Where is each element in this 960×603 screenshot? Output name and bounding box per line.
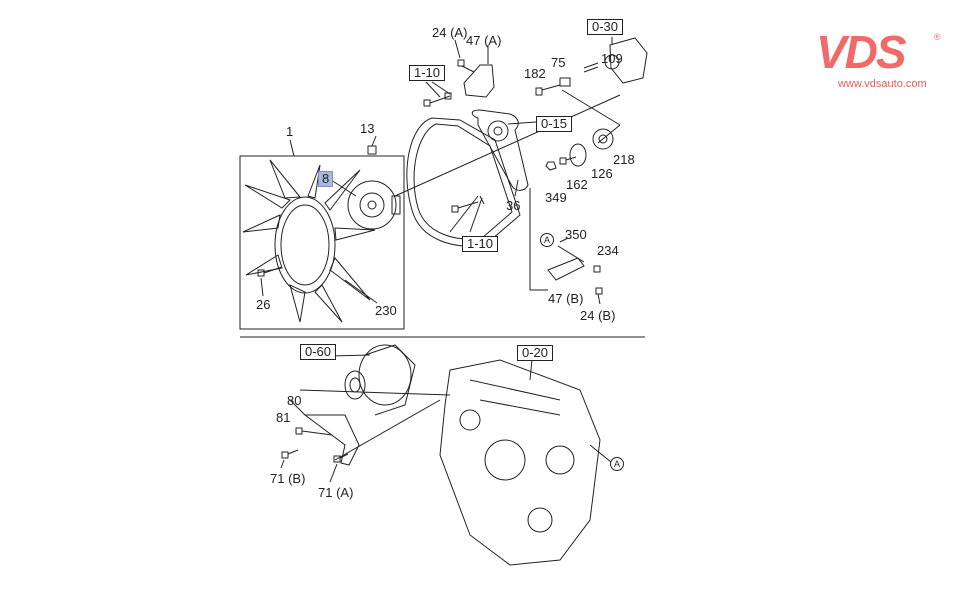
part-label-26[interactable]: 26	[256, 297, 271, 312]
water-pump-pulley-icon	[487, 120, 509, 142]
part-label-47a[interactable]: 47 (A)	[466, 33, 502, 48]
idler-plate-218-icon	[592, 128, 614, 150]
part-label-8-highlighted[interactable]: 8	[318, 171, 334, 187]
fan-group-box	[239, 155, 405, 330]
bracket-47b-icon	[547, 257, 585, 281]
part-label-71b[interactable]: 71 (B)	[270, 471, 306, 486]
svg-text:VDS: VDS	[816, 28, 907, 74]
shroud-icon	[406, 117, 521, 247]
ref-label-1-10-bottom[interactable]: 1-10	[462, 236, 499, 252]
bolt-26-icon	[257, 266, 283, 277]
idler-pulley-126-icon	[569, 143, 587, 167]
bracket-47a-icon	[463, 64, 495, 98]
vds-logo: VDS ®	[816, 28, 941, 74]
part-label-24a[interactable]: 24 (A)	[432, 25, 468, 40]
part-label-71a[interactable]: 71 (A)	[318, 485, 354, 500]
fan-clutch-icon	[347, 180, 401, 230]
marker-a-bottom: A	[610, 456, 624, 471]
ref-label-0-15[interactable]: 0-15	[536, 116, 573, 132]
ref-label-0-20[interactable]: 0-20	[517, 345, 554, 361]
ref-label-0-60[interactable]: 0-60	[300, 344, 337, 360]
marker-a-top: A	[540, 232, 554, 247]
part-label-80[interactable]: 80	[287, 393, 302, 408]
website-link[interactable]: www.vdsauto.com	[838, 78, 927, 90]
part-label-162[interactable]: 162	[566, 177, 588, 192]
water-pump-icon	[604, 37, 648, 84]
part-label-182[interactable]: 182	[524, 66, 546, 81]
part-label-109[interactable]: 109	[601, 51, 623, 66]
part-label-13[interactable]: 13	[360, 121, 375, 136]
part-label-81[interactable]: 81	[276, 410, 291, 425]
part-label-24b[interactable]: 24 (B)	[580, 308, 616, 323]
ref-label-0-30[interactable]: 0-30	[587, 19, 624, 35]
part-label-47b[interactable]: 47 (B)	[548, 291, 584, 306]
marker-a-circle: A	[610, 457, 624, 471]
belt-icon	[471, 109, 529, 191]
part-label-75[interactable]: 75	[551, 55, 566, 70]
part-label-230[interactable]: 230	[375, 303, 397, 318]
part-label-1[interactable]: 1	[286, 124, 294, 139]
part-label-126[interactable]: 126	[591, 166, 613, 181]
part-label-350[interactable]: 350	[565, 227, 587, 242]
gear-case-icon	[439, 359, 601, 566]
part-label-234[interactable]: 234	[597, 243, 619, 258]
part-label-218[interactable]: 218	[613, 152, 635, 167]
ref-label-1-10-top[interactable]: 1-10	[409, 65, 446, 81]
svg-text:®: ®	[934, 32, 941, 42]
part-label-349[interactable]: 349	[545, 190, 567, 205]
marker-a-circle: A	[540, 233, 554, 247]
adjusting-bar-icon	[303, 414, 360, 466]
part-label-36[interactable]: 36	[506, 198, 521, 213]
